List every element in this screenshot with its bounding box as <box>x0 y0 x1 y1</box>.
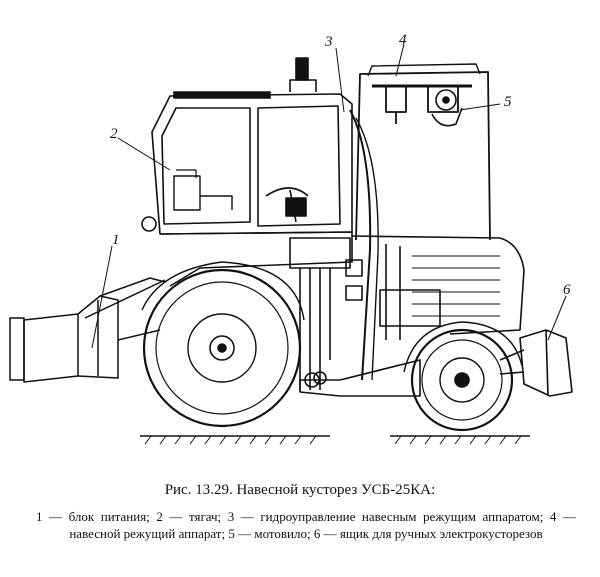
callout-6: 6 <box>563 282 571 298</box>
tool-box <box>499 329 573 397</box>
tractor-cab <box>141 57 353 287</box>
callout-2: 2 <box>110 126 118 142</box>
callout-3: 3 <box>324 34 333 50</box>
hydraulic-control <box>289 109 379 390</box>
callout-1: 1 <box>112 232 120 248</box>
callout-4: 4 <box>399 32 407 48</box>
callout-5: 5 <box>504 94 512 110</box>
rear-wheel <box>141 261 305 428</box>
chassis-frame <box>299 359 421 397</box>
figure-caption-title: Рис. 13.29. Навесной кусторез УСБ-25КА: <box>164 482 436 498</box>
power-unit-block <box>9 277 166 383</box>
engine-hood <box>351 235 525 340</box>
ground-line <box>140 435 530 445</box>
front-wheel <box>403 321 523 432</box>
tractor-brush-cutter-drawing: 1 2 3 4 5 6 <box>9 32 573 445</box>
figure-legend: 1 — блок питания; 2 — тягач; 3 — гидроуп… <box>36 509 576 541</box>
reel-mechanism <box>431 89 463 127</box>
cutting-frame <box>355 63 491 241</box>
